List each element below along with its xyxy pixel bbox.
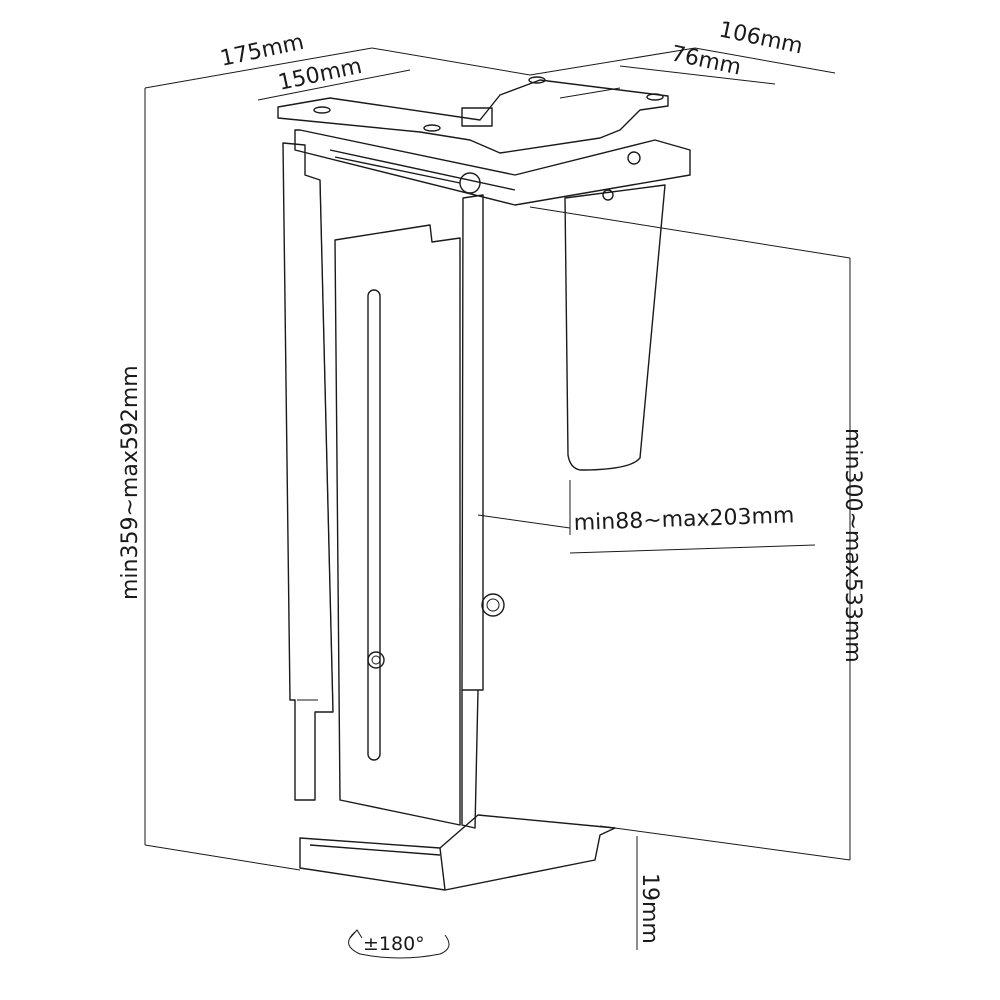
dimension-lines [144,47,851,950]
label-76mm: 76mm [669,41,744,80]
back-plate [334,224,461,826]
label-150mm: 150mm [276,54,364,96]
side-strap [564,184,666,471]
left-arm [282,142,334,801]
top-mounting-plate [277,76,669,154]
label-inner-width: min88~max203mm [573,503,794,536]
rotation-arrow-icon [348,929,450,959]
label-175mm: 175mm [218,30,306,72]
label-total-height: min359~max592mm [118,365,143,600]
label-19mm: 19mm [637,873,662,944]
base-tray [299,814,616,891]
right-arm [461,194,505,829]
label-rotation: ±180° [363,933,425,955]
label-inner-height: min300~max533mm [840,428,865,663]
top-bracket [294,129,691,206]
